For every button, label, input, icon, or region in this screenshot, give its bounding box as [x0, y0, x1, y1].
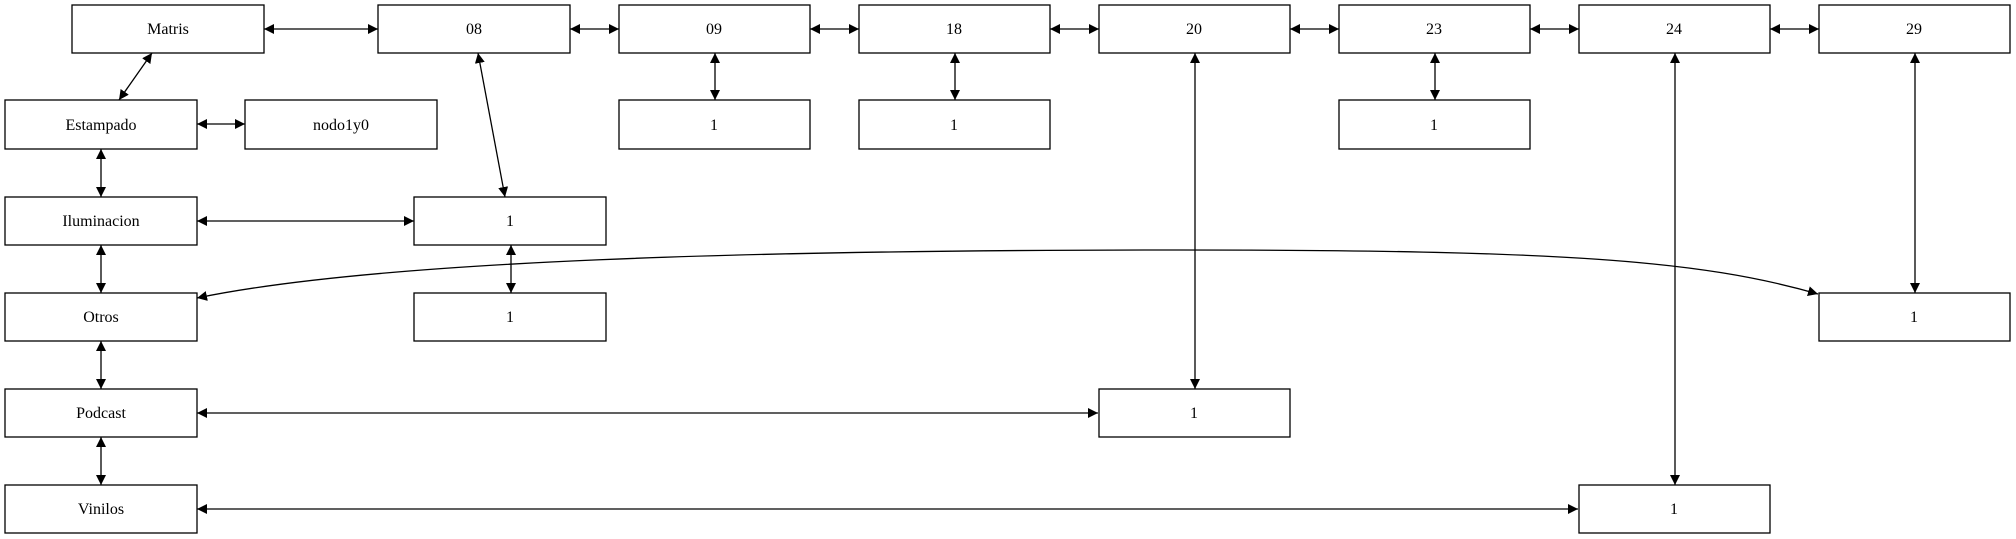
node-header-09-label: 09 [706, 21, 722, 38]
node-cell-20-podcast-label: 1 [1190, 405, 1198, 422]
node-header-24-label: 24 [1666, 21, 1682, 38]
node-header-08-label: 08 [466, 21, 482, 38]
node-matris-label: Matris [147, 21, 189, 38]
node-header-23-label: 23 [1426, 21, 1442, 38]
node-header-08: 08 [377, 4, 571, 54]
node-matris: Matris [71, 4, 265, 54]
node-cell-29-otros: 1 [1818, 292, 2011, 342]
node-podcast-label: Podcast [76, 405, 126, 422]
edge-08-cell [474, 52, 509, 198]
edges [96, 24, 1920, 514]
node-header-29: 29 [1818, 4, 2011, 54]
node-cell-08-otros-label: 1 [506, 309, 514, 326]
node-cell-29-otros-label: 1 [1910, 309, 1918, 326]
node-cell-23-estampado: 1 [1338, 99, 1531, 150]
edge-otros-cell29 [196, 249, 1819, 301]
node-header-24: 24 [1578, 4, 1771, 54]
node-iluminacion-label: Iluminacion [62, 213, 139, 230]
node-cell-18-estampado: 1 [858, 99, 1051, 150]
node-cell-18-estampado-label: 1 [950, 117, 958, 134]
node-vinilos: Vinilos [4, 484, 198, 534]
node-header-18: 18 [858, 4, 1051, 54]
node-iluminacion: Iluminacion [4, 196, 198, 246]
node-estampado-label: Estampado [65, 117, 136, 134]
node-cell-24-vinilos: 1 [1578, 484, 1771, 534]
nodes: Matris 08 09 18 20 23 24 29 [4, 4, 2011, 534]
node-nodo1y0-label: nodo1y0 [313, 117, 369, 134]
node-header-09: 09 [618, 4, 811, 54]
edge-matris-estampado [118, 52, 153, 101]
node-otros-label: Otros [83, 309, 119, 326]
node-estampado: Estampado [4, 99, 198, 150]
node-cell-09-estampado-label: 1 [710, 117, 718, 134]
node-nodo1y0: nodo1y0 [244, 99, 438, 150]
node-cell-09-estampado: 1 [618, 99, 811, 150]
node-otros: Otros [4, 292, 198, 342]
node-cell-08-iluminacion: 1 [413, 196, 607, 246]
node-cell-23-estampado-label: 1 [1430, 117, 1438, 134]
node-podcast: Podcast [4, 388, 198, 438]
node-cell-08-iluminacion-label: 1 [506, 213, 514, 230]
node-header-23: 23 [1338, 4, 1531, 54]
node-header-29-label: 29 [1906, 21, 1922, 38]
node-header-18-label: 18 [946, 21, 962, 38]
node-header-20-label: 20 [1186, 21, 1202, 38]
node-cell-20-podcast: 1 [1098, 388, 1291, 438]
node-vinilos-label: Vinilos [78, 501, 124, 518]
node-cell-08-otros: 1 [413, 292, 607, 342]
node-header-20: 20 [1098, 4, 1291, 54]
node-cell-24-vinilos-label: 1 [1670, 501, 1678, 518]
